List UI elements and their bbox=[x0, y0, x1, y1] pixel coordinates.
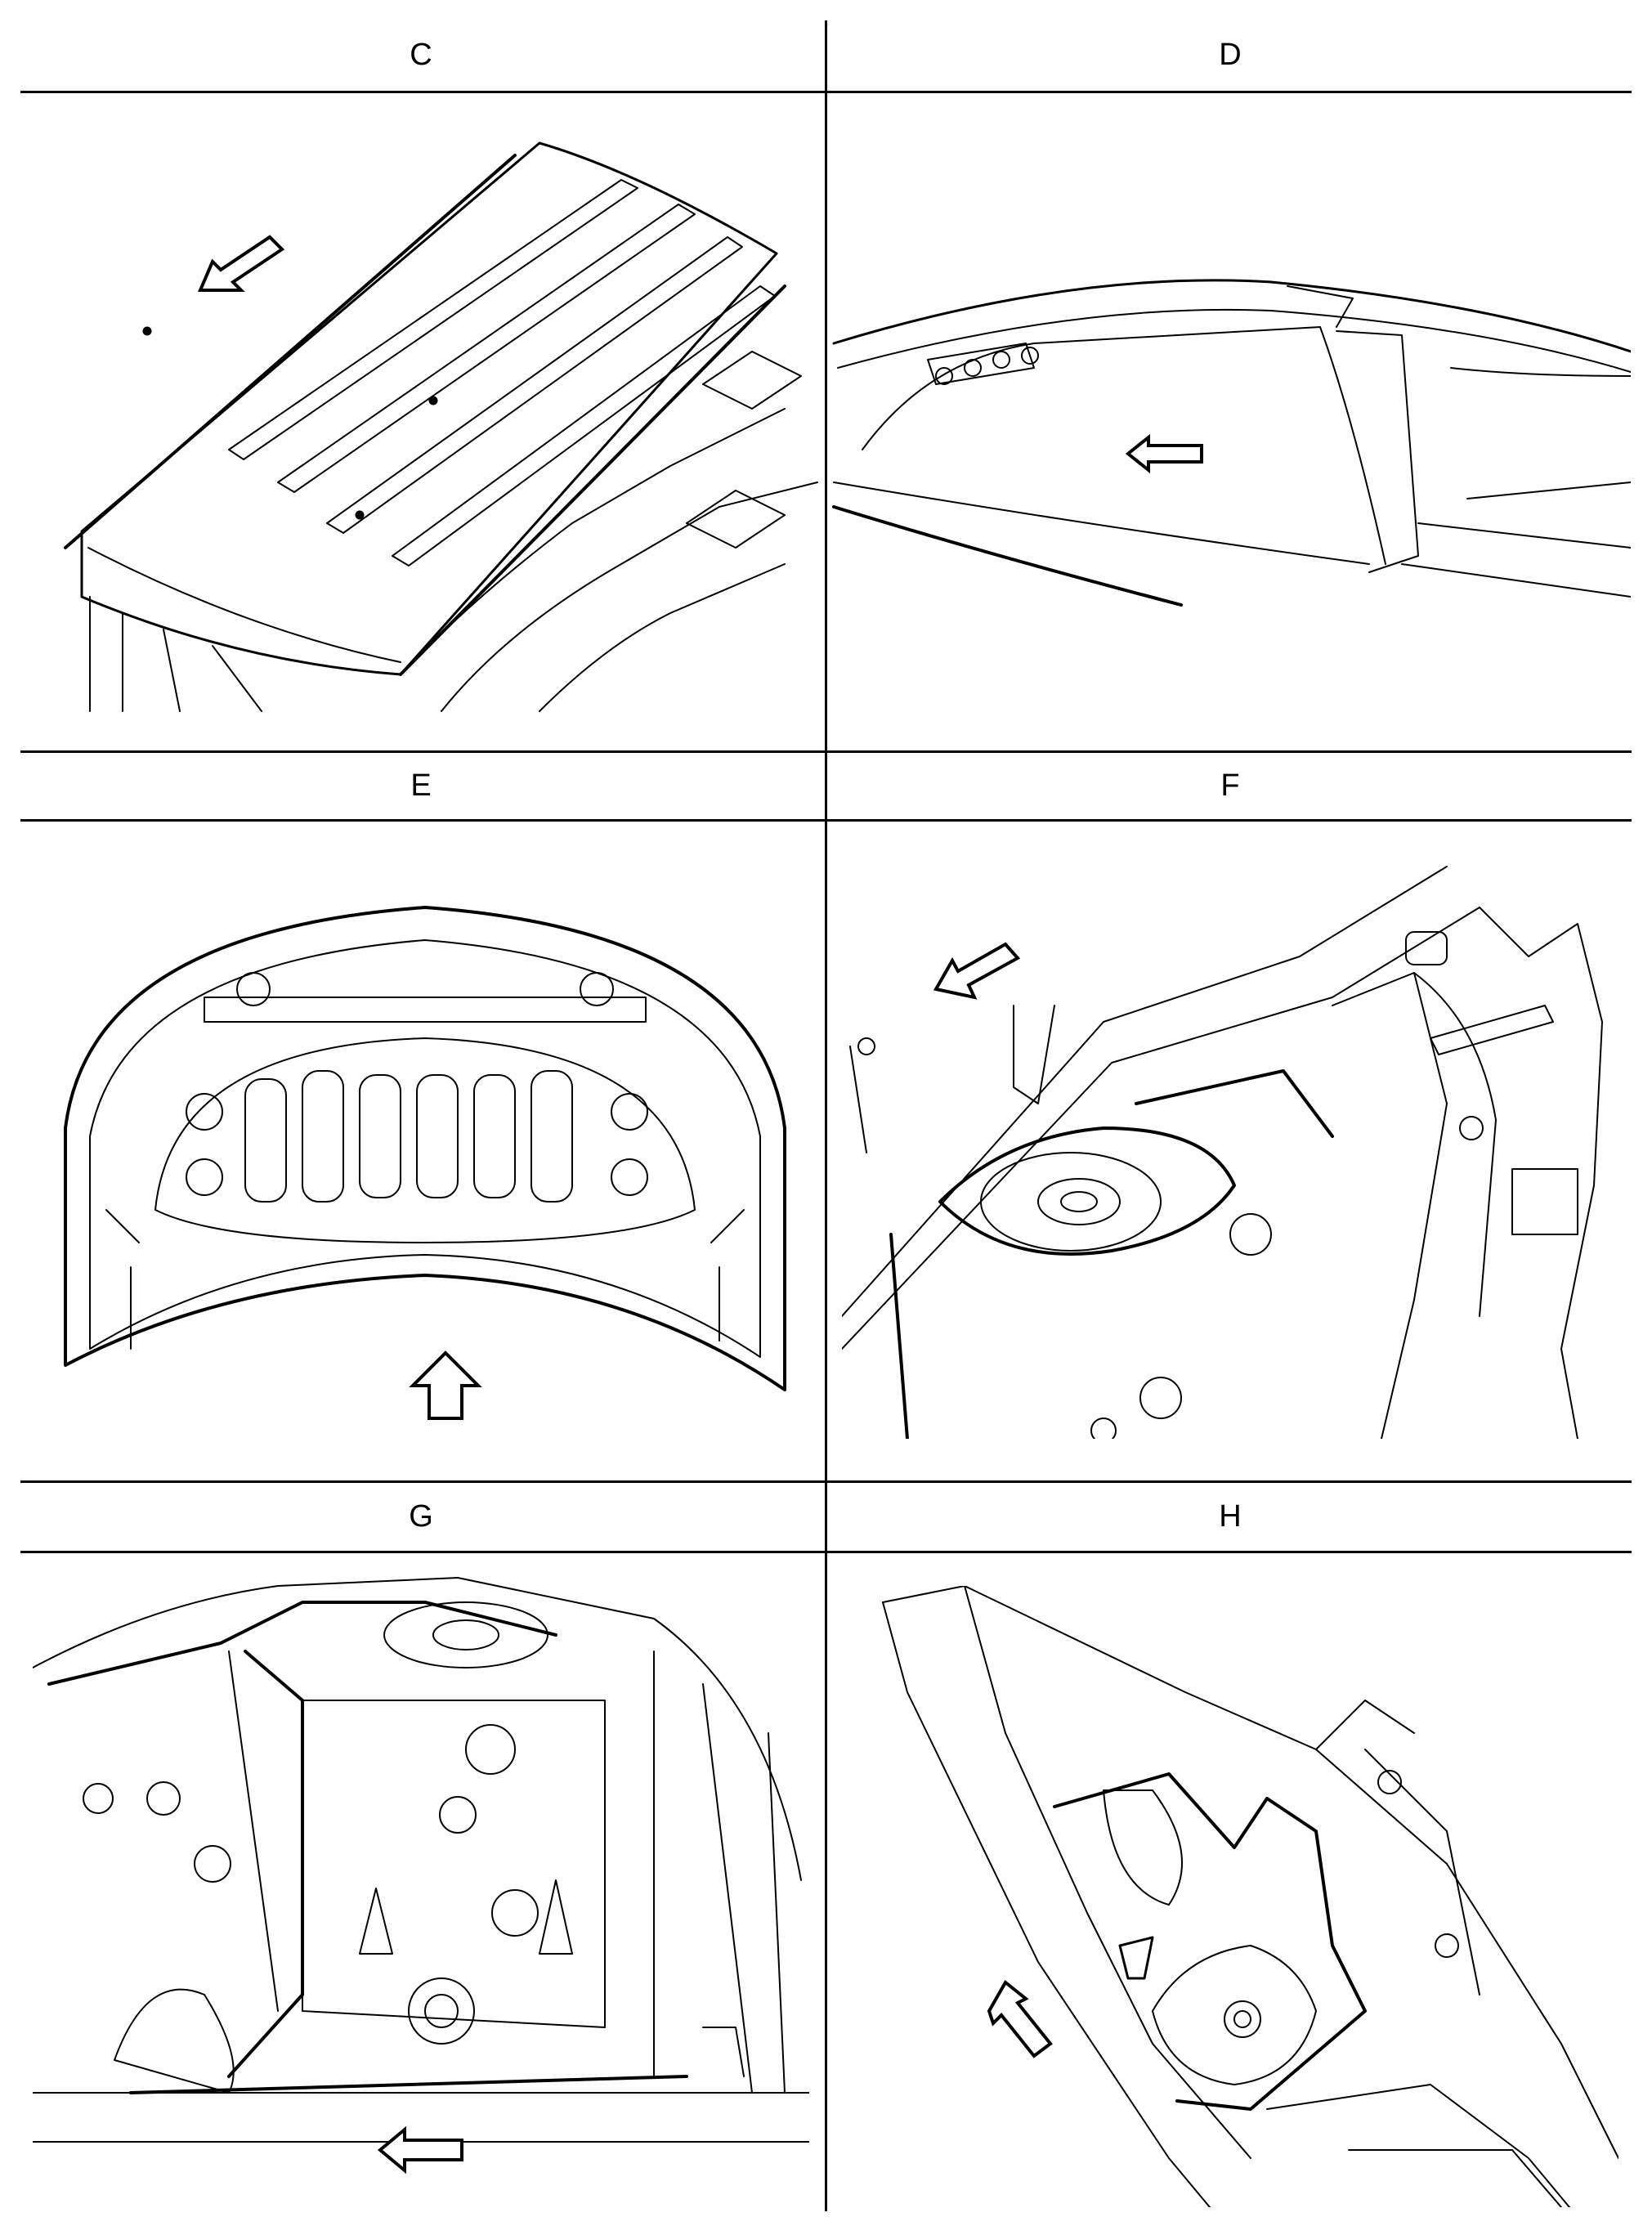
row3-top-line bbox=[20, 1480, 1632, 1483]
panel-d-label: D bbox=[1219, 38, 1242, 72]
row1-label-underline bbox=[20, 91, 1632, 93]
panel-g-wheelhouse-drawing bbox=[33, 1570, 809, 2199]
center-divider bbox=[825, 20, 827, 2211]
panel-h-label: H bbox=[1219, 1499, 1242, 1534]
panel-g-direction-arrow-icon bbox=[377, 2125, 463, 2175]
row2-top-line bbox=[20, 750, 1632, 753]
panel-d-direction-arrow-icon bbox=[1125, 433, 1203, 474]
panel-d-window-opening-drawing bbox=[830, 253, 1631, 629]
panel-h-rear-strut-drawing bbox=[858, 1586, 1618, 2207]
panel-h-direction-arrow-icon bbox=[987, 1979, 1053, 2058]
panel-c-direction-arrow-icon bbox=[197, 235, 285, 292]
row2-label-underline bbox=[20, 819, 1632, 822]
panel-f-label: F bbox=[1220, 768, 1240, 803]
row3-label-underline bbox=[20, 1551, 1632, 1553]
panel-c-roof-drawing bbox=[49, 139, 826, 719]
panel-f-direction-arrow-icon bbox=[933, 942, 1021, 1000]
panel-e-label: E bbox=[410, 768, 432, 803]
panel-f-strut-tower-drawing bbox=[842, 858, 1618, 1439]
panel-g-label: G bbox=[409, 1499, 433, 1534]
panel-c-label: C bbox=[410, 38, 432, 72]
panel-e-hood-drawing bbox=[57, 883, 793, 1406]
panel-e-direction-arrow-icon bbox=[409, 1350, 482, 1420]
